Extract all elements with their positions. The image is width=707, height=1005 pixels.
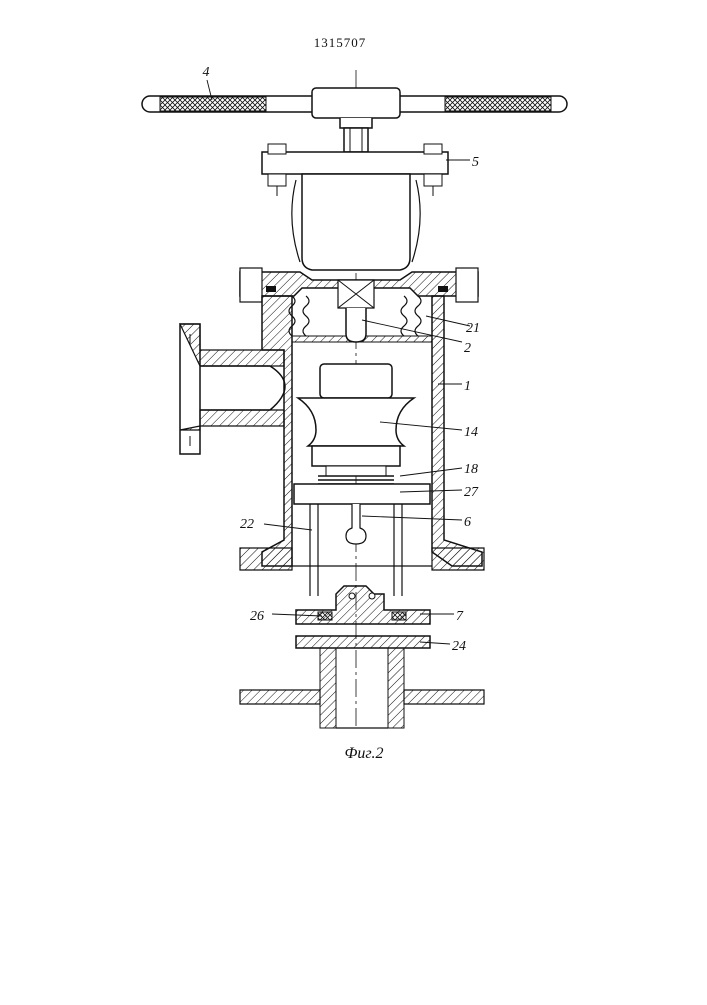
handwheel-grip-right: [445, 97, 551, 111]
valve-disc: [298, 364, 414, 476]
callout-7: 7: [456, 609, 464, 624]
lower-coupling: [296, 586, 430, 624]
callout-18: 18: [464, 462, 478, 477]
handwheel-hub: [312, 88, 400, 118]
callout-24: 24: [452, 639, 466, 654]
stem: [346, 308, 366, 342]
bonnet-yoke: [292, 174, 420, 270]
callout-27: 27: [464, 485, 479, 500]
figure-caption: Фиг.2: [345, 745, 384, 762]
guide-pin: [346, 504, 366, 544]
callout-21: 21: [466, 321, 480, 336]
stem-coupling: [344, 128, 368, 152]
callout-5: 5: [472, 155, 479, 170]
callout-26: 26: [250, 609, 264, 624]
handwheel-grip-left: [160, 97, 266, 111]
callout-4: 4: [203, 65, 210, 80]
patent-number: 1315707: [314, 35, 367, 50]
lower-flange: [240, 636, 484, 728]
callout-1: 1: [464, 379, 471, 394]
callout-22: 22: [240, 517, 254, 532]
callout-2: 2: [464, 341, 471, 356]
handwheel: [142, 88, 567, 152]
callout-14: 14: [464, 425, 478, 440]
callout-6: 6: [464, 515, 471, 530]
